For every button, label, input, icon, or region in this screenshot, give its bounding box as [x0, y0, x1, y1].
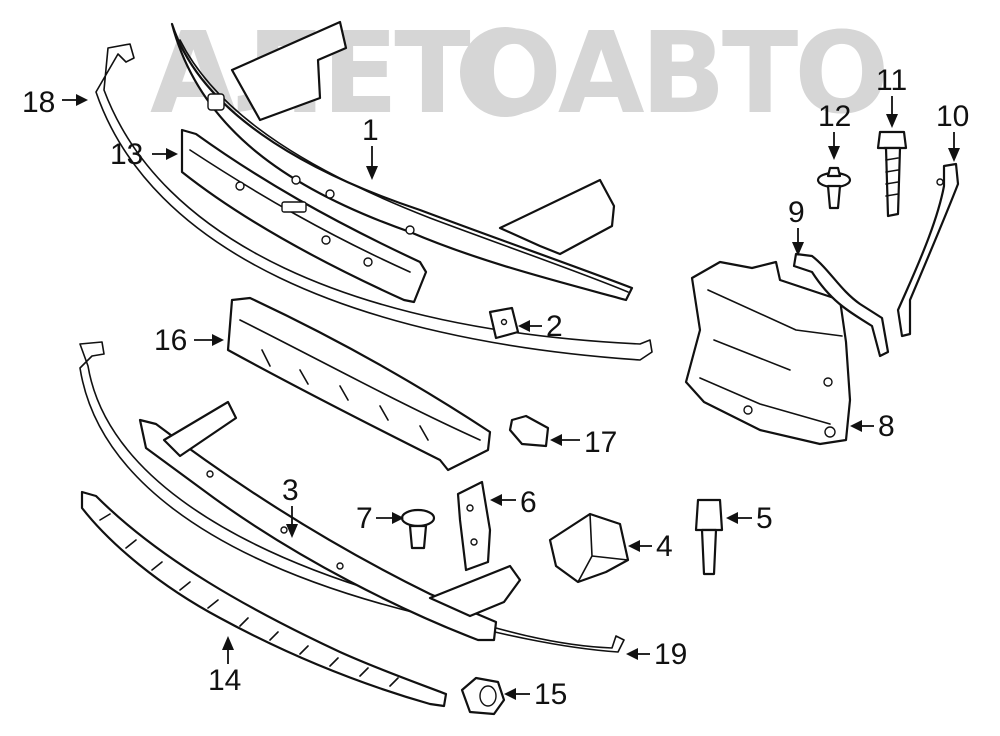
callout-6: 6	[490, 486, 537, 519]
part-4-bracket	[548, 512, 630, 584]
part-13-energy-absorber	[180, 128, 428, 304]
callout-12-label: 12	[818, 100, 851, 133]
part-19-lower-trim-strip	[79, 341, 625, 653]
callout-16: 16	[154, 324, 224, 357]
callout-11: 11	[876, 64, 907, 128]
callout-14-label: 14	[208, 664, 241, 697]
watermark-gear-icon	[460, 27, 550, 117]
callout-4: 4	[628, 530, 673, 563]
part-16-lower-deflector	[226, 296, 492, 472]
part-11-bolt	[876, 130, 908, 218]
callout-14: 14	[208, 636, 241, 697]
part-6-bracket	[456, 480, 492, 572]
callout-2: 2	[518, 310, 563, 343]
callout-13: 13	[110, 138, 178, 171]
part-1-reinforcement-beam	[170, 20, 634, 302]
callout-18: 18	[22, 86, 88, 119]
callout-2-label: 2	[546, 310, 563, 343]
callout-7-label: 7	[356, 502, 373, 535]
part-5-bolt	[694, 498, 724, 576]
part-3-lower-reinforcement	[138, 400, 522, 642]
part-7-screw	[400, 508, 436, 550]
callout-15-label: 15	[534, 678, 567, 711]
callout-1-label: 1	[362, 114, 379, 147]
callout-18-label: 18	[22, 86, 55, 119]
callout-4-label: 4	[656, 530, 673, 563]
callout-3: 3	[282, 474, 299, 538]
callout-1: 1	[362, 114, 379, 180]
callout-6-label: 6	[520, 486, 537, 519]
part-8-support-bracket	[684, 260, 852, 446]
part-18-upper-trim-strip	[95, 43, 653, 361]
part-2-clip	[488, 306, 520, 340]
callout-12: 12	[818, 100, 851, 160]
callout-9: 9	[788, 196, 805, 256]
callout-8: 8	[850, 410, 895, 443]
part-10-rod	[896, 162, 960, 338]
callout-8-label: 8	[878, 410, 895, 443]
callout-10-label: 10	[936, 100, 969, 133]
part-9-strap	[792, 252, 890, 358]
callout-16-label: 16	[154, 324, 187, 357]
part-17-bracket	[508, 414, 550, 448]
callout-10: 10	[936, 100, 969, 162]
callout-9-label: 9	[788, 196, 805, 229]
callout-15: 15	[504, 678, 567, 711]
part-15-tow-hook-cover	[460, 676, 506, 716]
callout-19: 19	[626, 638, 687, 671]
part-14-lower-grille	[80, 490, 448, 708]
part-12-screw	[816, 166, 852, 210]
callout-19-label: 19	[654, 638, 687, 671]
callout-5-label: 5	[756, 502, 773, 535]
callout-13-label: 13	[110, 138, 143, 171]
callout-17: 17	[550, 426, 617, 459]
callout-7: 7	[356, 502, 404, 535]
callout-17-label: 17	[584, 426, 617, 459]
callout-11-label: 11	[876, 64, 907, 97]
callout-5: 5	[726, 502, 773, 535]
callout-3-label: 3	[282, 474, 299, 507]
